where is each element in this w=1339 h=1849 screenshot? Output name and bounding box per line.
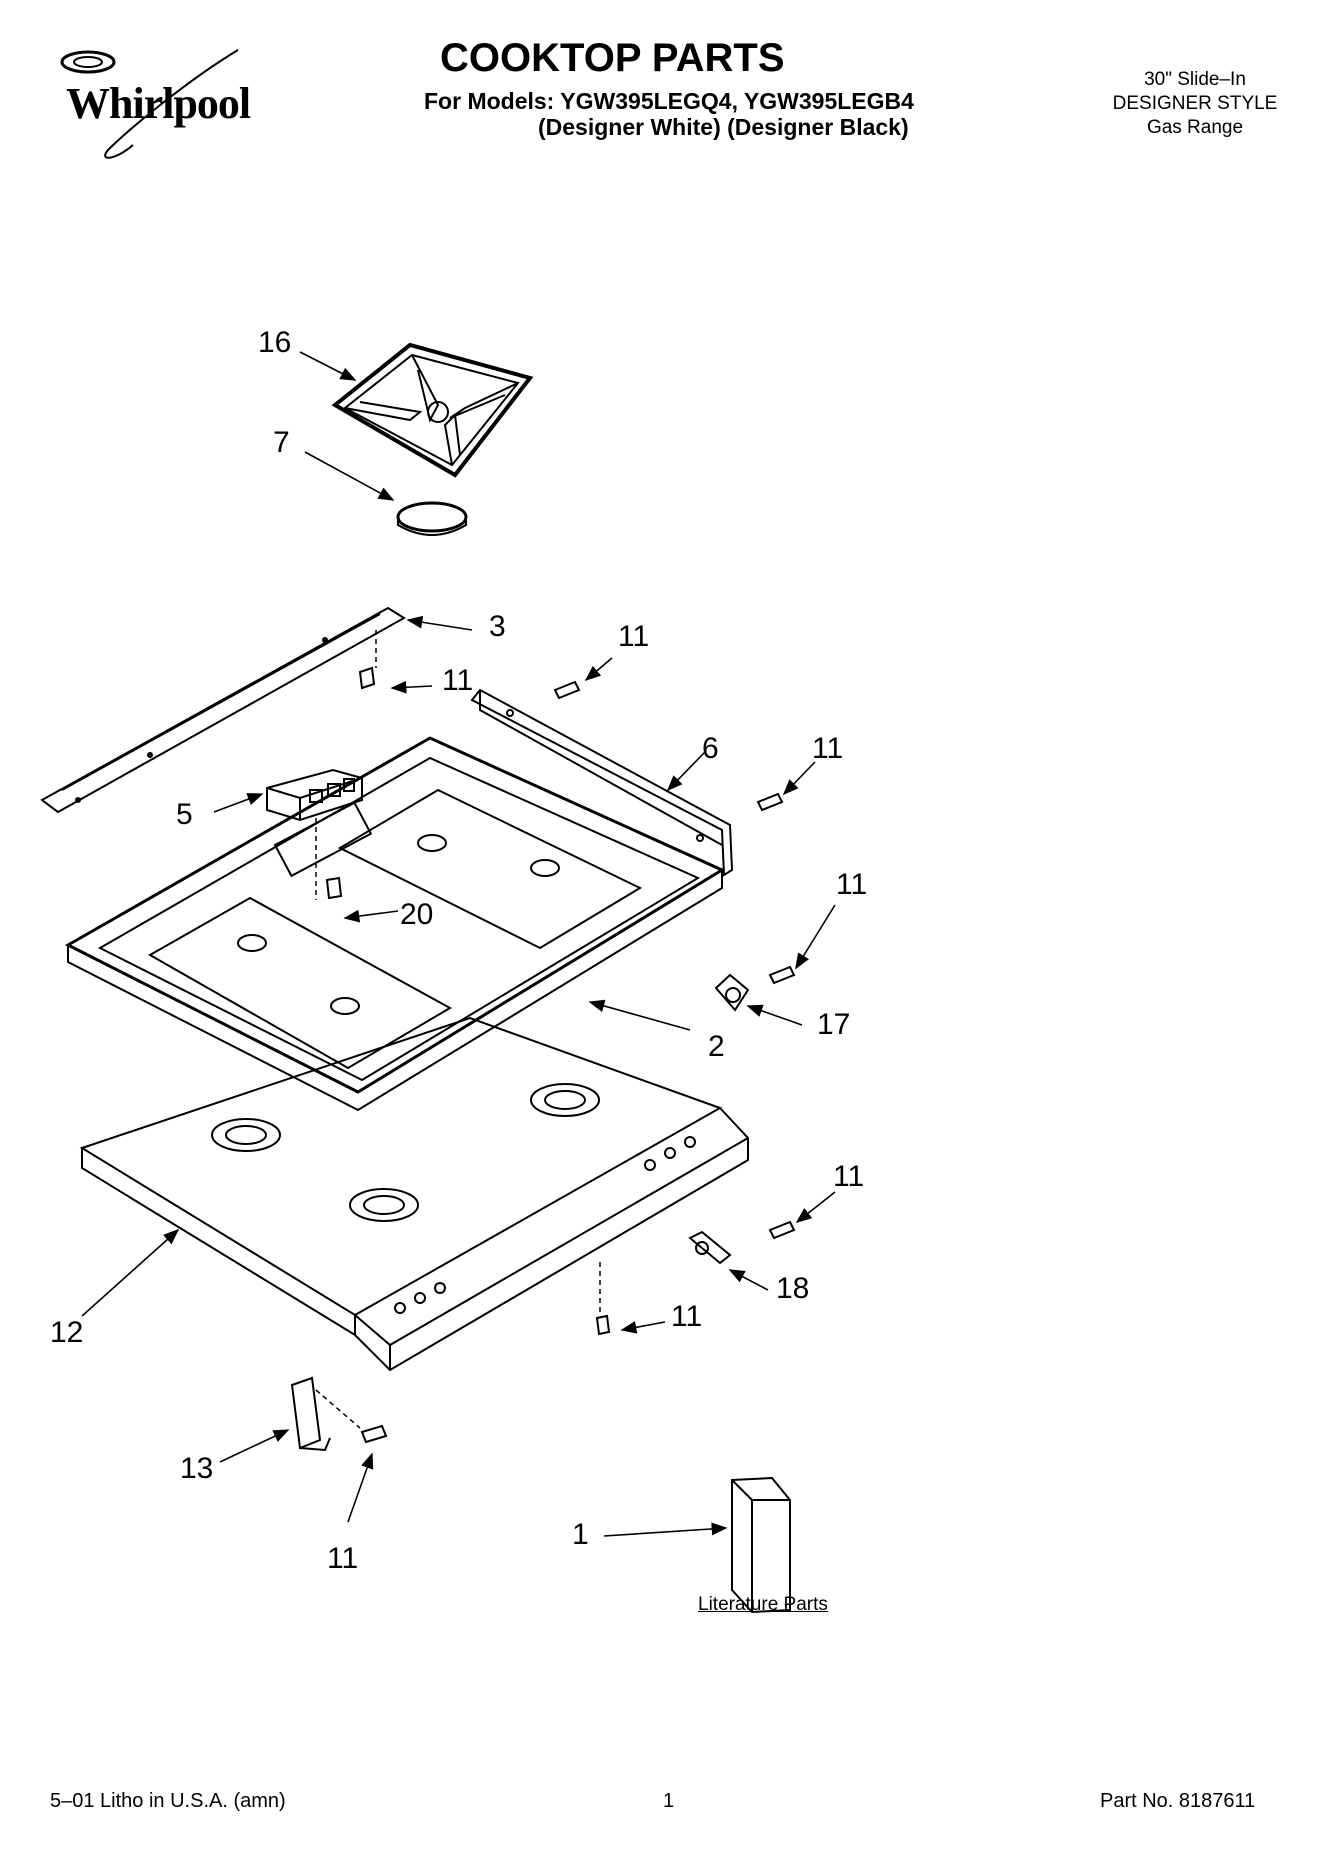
callout-20: 20	[400, 898, 434, 931]
callout-11-e: 11	[833, 1160, 865, 1193]
switch-housing-part	[266, 768, 363, 822]
connector-part	[688, 1230, 732, 1265]
logo-text: Whirlpool	[66, 79, 251, 128]
logo-swoosh-icon	[60, 49, 239, 159]
callout-7: 7	[273, 426, 290, 459]
callout-11-a: 11	[442, 664, 474, 697]
footer-page-number: 1	[663, 1790, 675, 1812]
footer-litho: 5–01 Litho in U.S.A. (amn)	[50, 1790, 286, 1812]
range-info: 30" Slide–In DESIGNER STYLE Gas Range	[1070, 68, 1320, 140]
literature-box-part	[731, 1476, 791, 1614]
callout-6: 6	[702, 732, 719, 765]
burner-grate-part	[331, 342, 534, 478]
models-line: For Models: YGW395LEGQ4, YGW395LEGB4	[424, 88, 914, 114]
callout-17: 17	[817, 1008, 851, 1041]
callout-3: 3	[489, 610, 506, 643]
burner-cap-part	[396, 501, 468, 536]
callout-1: 1	[572, 1518, 589, 1551]
footer-part-number: Part No. 8187611	[1100, 1790, 1256, 1812]
range-info-line1: 30" Slide–In	[1144, 69, 1246, 90]
callout-11-c: 11	[812, 732, 844, 765]
burner-box-part	[79, 1016, 749, 1372]
screw-icons	[315, 630, 796, 1444]
callout-13: 13	[180, 1452, 214, 1485]
callout-12: 12	[50, 1316, 84, 1349]
whirlpool-logo: Whirlpool	[38, 40, 278, 170]
callout-11-f: 11	[671, 1300, 703, 1333]
cooktop-frame-part	[64, 736, 726, 1112]
side-bracket-part	[470, 688, 734, 877]
callout-11-d: 11	[836, 868, 868, 901]
range-info-line2: DESIGNER STYLE	[1112, 93, 1278, 114]
variants-line: (Designer White) (Designer Black)	[538, 114, 909, 140]
callout-16: 16	[258, 326, 292, 359]
callout-5: 5	[176, 798, 193, 831]
thermal-switch-part	[714, 973, 750, 1012]
callout-11-b: 11	[618, 620, 650, 653]
callout-18: 18	[776, 1272, 810, 1305]
rear-trim-bracket-part	[40, 606, 406, 814]
range-info-line3: Gas Range	[1146, 117, 1244, 138]
literature-parts-label: Literature Parts	[698, 1594, 828, 1615]
anti-tip-bracket-part	[290, 1376, 331, 1452]
leader-lines	[81, 351, 836, 1537]
callout-11-g: 11	[327, 1542, 359, 1575]
page-title: COOKTOP PARTS	[440, 36, 785, 80]
callout-2: 2	[708, 1030, 725, 1063]
